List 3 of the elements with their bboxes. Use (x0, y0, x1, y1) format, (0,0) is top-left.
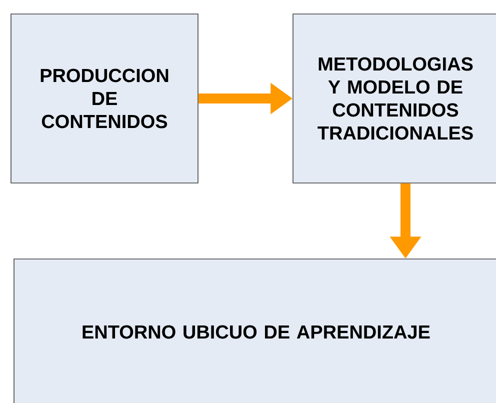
process-box: ENTORNO UBICUO DE APRENDIZAJE (14, 258, 496, 403)
process-box: METODOLOGIAS Y MODELO DE CONTENIDOS TRADICIONALES (292, 14, 496, 184)
process-box: PRODUCCION DE CONTENIDOS (10, 14, 198, 184)
